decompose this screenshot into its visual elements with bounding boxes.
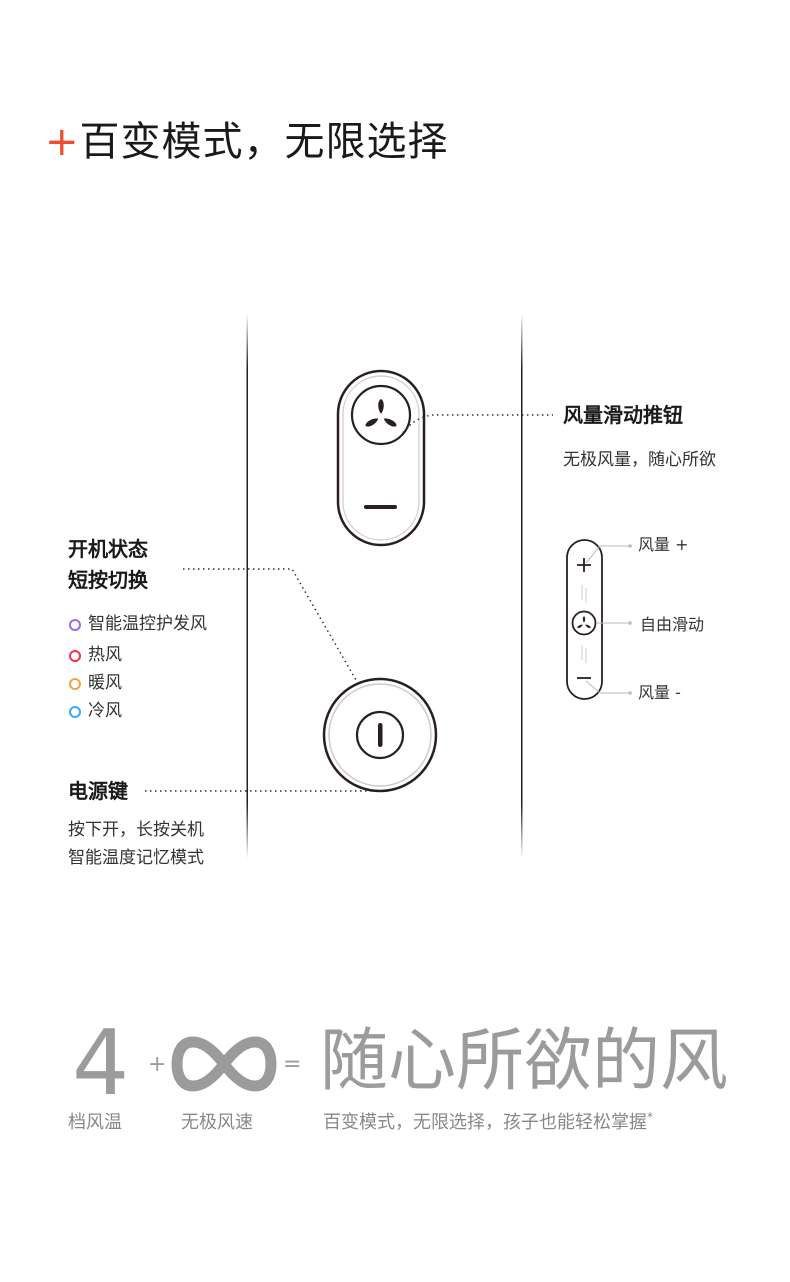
body-edge-right bbox=[521, 313, 523, 859]
equals-sign: = bbox=[283, 1052, 302, 1077]
plus-accent: + bbox=[45, 119, 80, 165]
blue-dot-icon bbox=[69, 705, 81, 718]
mode-item: 暖风 bbox=[69, 673, 122, 694]
plus-sign: + bbox=[148, 1052, 167, 1077]
mode-item-label: 热风 bbox=[88, 645, 122, 665]
label-wind-up: 风量 + bbox=[638, 535, 689, 554]
body-edge-left bbox=[246, 313, 248, 859]
headline-caption: 百变模式，无限选择，孩子也能轻松掌握* bbox=[323, 1110, 653, 1134]
headline-caption-text: 百变模式，无限选择，孩子也能轻松掌握 bbox=[323, 1112, 647, 1133]
asterisk: * bbox=[647, 1110, 653, 1124]
leader-lines bbox=[145, 414, 553, 792]
plus-icon bbox=[577, 558, 591, 572]
red-dot-icon bbox=[69, 649, 81, 662]
mini-slider-diagram bbox=[566, 539, 632, 700]
power-desc-2: 智能温度记忆模式 bbox=[68, 848, 204, 868]
slider-heading: 风量滑动推钮 bbox=[563, 403, 683, 427]
purple-dot-icon bbox=[69, 618, 81, 631]
four-number: 4 bbox=[72, 1011, 130, 1116]
power-icon bbox=[378, 723, 383, 747]
page-title: +百变模式，无限选择 bbox=[45, 118, 449, 166]
minus-icon bbox=[364, 505, 397, 509]
mode-heading-2: 短按切换 bbox=[68, 568, 148, 592]
mode-heading-1: 开机状态 bbox=[68, 537, 148, 561]
power-desc-1: 按下开，长按关机 bbox=[68, 820, 204, 840]
mode-item-label: 暖风 bbox=[88, 673, 122, 693]
mode-item-label: 智能温控护发风 bbox=[88, 614, 207, 634]
power-button-drawing bbox=[322, 677, 438, 793]
label-free-slide: 自由滑动 bbox=[640, 615, 705, 634]
headline: 随心所欲的风 bbox=[320, 1022, 729, 1101]
wind-slider bbox=[336, 369, 426, 547]
four-caption: 档风温 bbox=[68, 1112, 122, 1133]
infinity-caption: 无极风速 bbox=[181, 1112, 253, 1133]
slider-description: 无极风量，随心所欲 bbox=[563, 450, 716, 470]
orange-dot-icon bbox=[69, 677, 81, 690]
mode-item-label: 冷风 bbox=[88, 701, 122, 721]
label-wind-down: 风量 - bbox=[638, 683, 681, 702]
mode-item: 冷风 bbox=[69, 701, 122, 722]
power-heading: 电源键 bbox=[68, 779, 128, 803]
mode-item: 热风 bbox=[69, 645, 122, 666]
arrows-icon bbox=[581, 585, 587, 663]
infinity-icon bbox=[171, 1036, 277, 1092]
title-text: 百变模式，无限选择 bbox=[79, 119, 449, 165]
mode-item: 智能温控护发风 bbox=[69, 614, 207, 635]
